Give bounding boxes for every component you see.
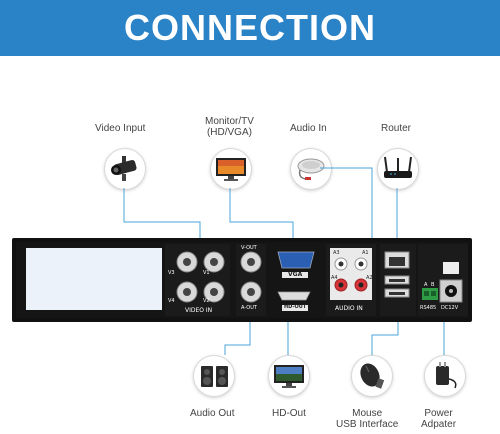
video-in-label: VIDEO IN: [185, 307, 213, 314]
port-v2-label: V2: [203, 298, 210, 304]
port-a3-label: A3: [333, 250, 340, 256]
label-video-input: Video Input: [95, 123, 146, 134]
port-v1-label: V1: [203, 270, 210, 276]
speakers-icon: [193, 355, 235, 397]
label-monitor: Monitor/TV(HD/VGA): [205, 116, 254, 138]
mouse-icon: [351, 355, 393, 397]
port-b-label: B: [431, 282, 435, 288]
page-title: CONNECTION: [124, 7, 376, 48]
hd-out-label: HD-OUT: [284, 304, 307, 310]
label-audio-in: Audio In: [290, 123, 327, 134]
monitor-icon: [210, 148, 252, 190]
audio-in-label: AUDIO IN: [335, 305, 363, 312]
vga-label: VGA: [288, 271, 303, 278]
dc12v-label: DC12V: [441, 305, 459, 311]
port-a4-label: A4: [331, 275, 338, 281]
port-v3-label: V3: [168, 270, 175, 276]
rs485-label: RS485: [420, 305, 437, 311]
port-a2-label: A2: [366, 275, 373, 281]
v-out-label: V-OUT: [241, 245, 257, 251]
hd-monitor-icon: [268, 355, 310, 397]
label-hd-out: HD-Out: [272, 408, 306, 419]
power-adapter-icon: [424, 355, 466, 397]
label-router: Router: [381, 123, 412, 134]
port-a-label: A: [424, 282, 428, 288]
port-v4-label: V4: [168, 298, 175, 304]
port-a1-label: A1: [362, 250, 369, 256]
camera-icon: [104, 148, 146, 190]
label-audio-out: Audio Out: [190, 408, 235, 419]
title-banner: CONNECTION: [0, 0, 500, 56]
a-out-label: A-OUT: [241, 305, 257, 311]
router-icon: [377, 148, 419, 190]
